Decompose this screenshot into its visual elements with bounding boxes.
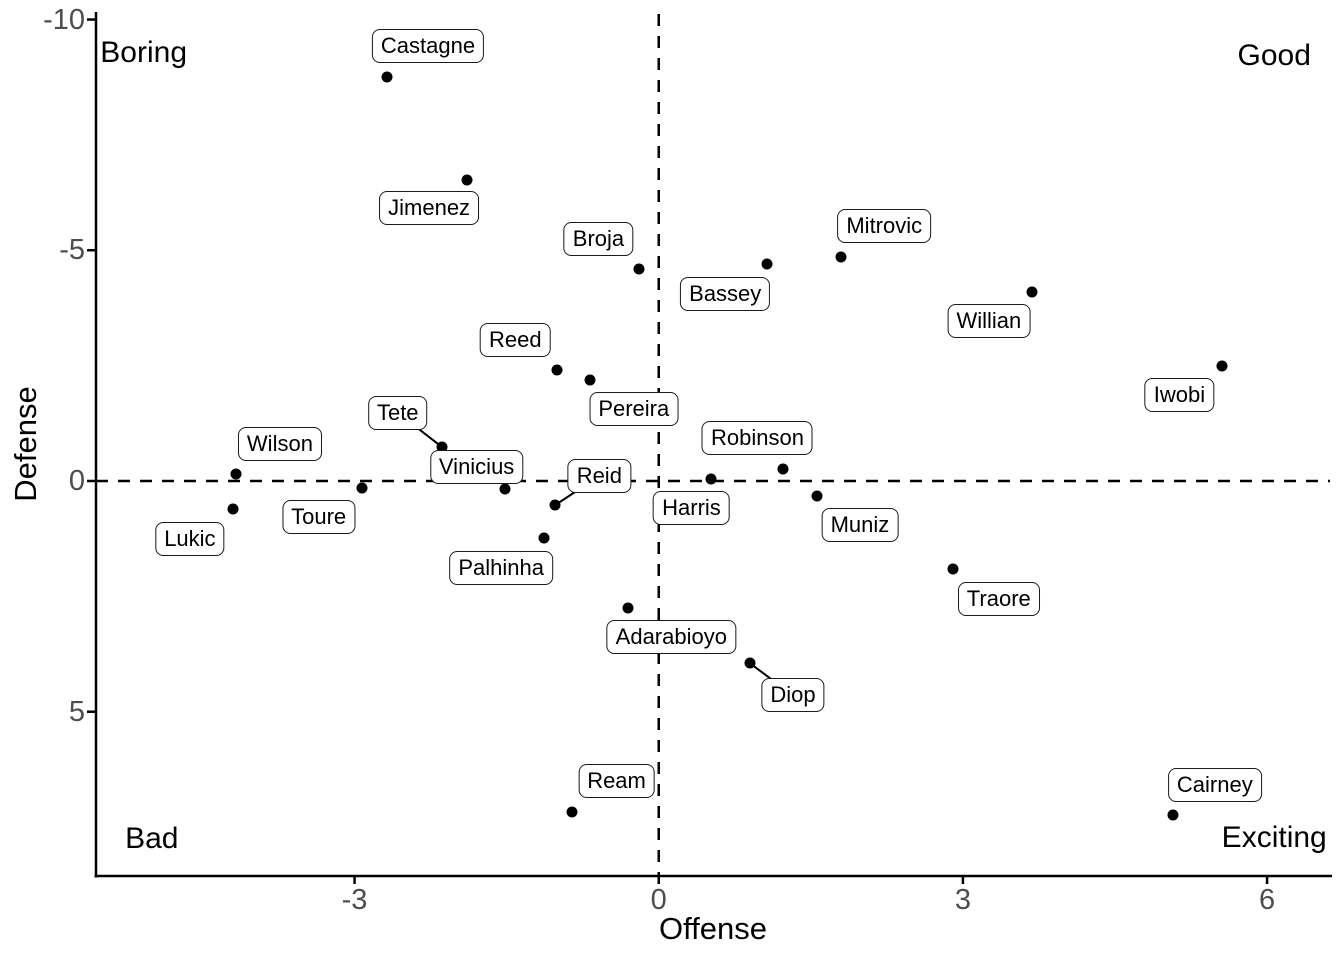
point-harris bbox=[705, 473, 717, 485]
label-jimenez: Jimenez bbox=[379, 191, 480, 226]
point-traore bbox=[947, 563, 959, 575]
point-ream bbox=[566, 806, 578, 818]
y-tick-label: 0 bbox=[68, 464, 85, 497]
point-mitrovic bbox=[835, 251, 847, 263]
x-tick-label: 3 bbox=[954, 884, 971, 916]
y-tick-label: 5 bbox=[68, 695, 85, 728]
label-lukic: Lukic bbox=[155, 522, 225, 557]
point-iwobi bbox=[1216, 360, 1228, 372]
label-broja: Broja bbox=[563, 222, 634, 257]
point-wilson bbox=[230, 468, 242, 480]
label-harris: Harris bbox=[653, 491, 730, 526]
x-tick-label: 6 bbox=[1259, 884, 1276, 916]
point-muniz bbox=[811, 490, 823, 502]
point-lukic bbox=[227, 503, 239, 515]
label-mitrovic: Mitrovic bbox=[837, 208, 932, 243]
label-pereira: Pereira bbox=[589, 391, 679, 426]
label-palhinha: Palhinha bbox=[449, 551, 553, 586]
y-tick-label: -5 bbox=[59, 234, 85, 267]
label-bassey: Bassey bbox=[680, 276, 771, 311]
y-tick-label: -10 bbox=[43, 3, 85, 36]
point-castagne bbox=[381, 71, 393, 83]
label-willian: Willian bbox=[947, 304, 1031, 339]
point-toure bbox=[356, 482, 368, 494]
y-axis-title: Defense bbox=[8, 386, 43, 502]
point-bassey bbox=[761, 258, 773, 270]
point-diop bbox=[744, 657, 756, 669]
quadrant-label-bad: Bad bbox=[125, 821, 179, 855]
label-robinson: Robinson bbox=[701, 420, 813, 455]
label-adarabioyo: Adarabioyo bbox=[606, 619, 736, 654]
label-iwobi: Iwobi bbox=[1144, 377, 1215, 412]
point-broja bbox=[633, 263, 645, 275]
label-wilson: Wilson bbox=[237, 427, 322, 462]
point-reed bbox=[551, 364, 563, 376]
label-toure: Toure bbox=[282, 499, 356, 534]
point-pereira bbox=[584, 374, 596, 386]
point-tete bbox=[436, 441, 448, 453]
x-axis-title: Offense bbox=[658, 911, 768, 946]
quadrant-label-good: Good bbox=[1237, 38, 1311, 72]
label-reed: Reed bbox=[480, 322, 551, 357]
label-cairney: Cairney bbox=[1167, 768, 1262, 803]
point-adarabioyo bbox=[622, 602, 634, 614]
point-cairney bbox=[1167, 809, 1179, 821]
point-vinicius bbox=[499, 483, 511, 495]
label-vinicius: Vinicius bbox=[429, 450, 524, 485]
label-diop: Diop bbox=[761, 678, 825, 713]
point-willian bbox=[1026, 286, 1038, 298]
point-jimenez bbox=[461, 174, 473, 186]
label-tete: Tete bbox=[367, 395, 428, 430]
point-palhinha bbox=[538, 532, 550, 544]
label-ream: Ream bbox=[578, 763, 655, 798]
label-muniz: Muniz bbox=[821, 508, 899, 543]
quadrant-label-exciting: Exciting bbox=[1221, 821, 1327, 855]
quadrant-label-boring: Boring bbox=[100, 35, 187, 69]
point-reid bbox=[549, 499, 561, 511]
label-traore: Traore bbox=[957, 582, 1040, 617]
point-robinson bbox=[777, 463, 789, 475]
x-tick-label: 0 bbox=[650, 884, 667, 916]
label-castagne: Castagne bbox=[371, 29, 485, 64]
label-reid: Reid bbox=[567, 458, 631, 493]
x-tick-label: -3 bbox=[341, 884, 368, 916]
